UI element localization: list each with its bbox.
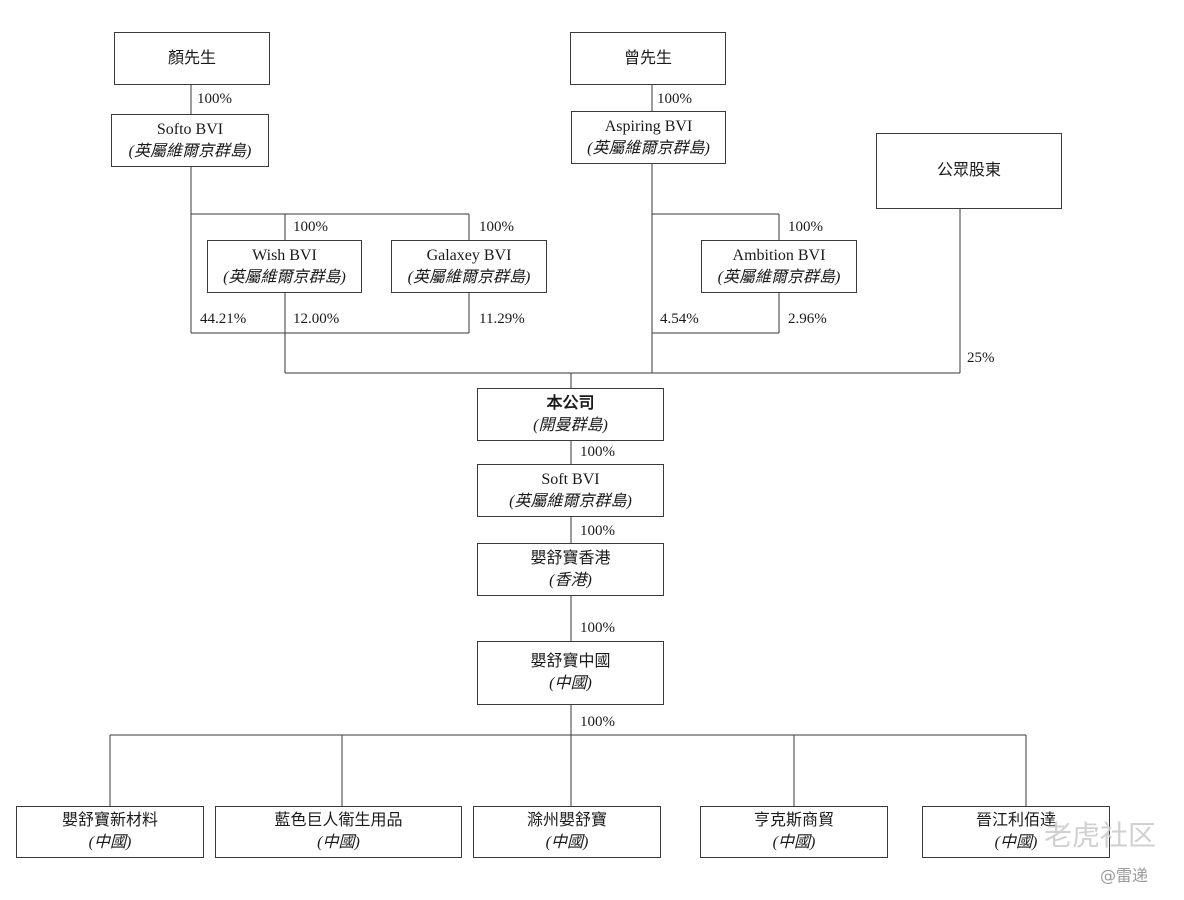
entity-name: 藍色巨人衛生用品 [274,812,403,829]
pct-company-soft: 100% [580,444,615,460]
entity-company: 本公司 (開曼群島) [477,388,664,441]
pct-galaxey-company: 11.29% [479,311,525,327]
subsidiary-chuzhou: 滁州嬰舒寶 (中國) [473,806,661,858]
entity-place: (香港) [549,571,592,589]
entity-name: Softo BVI [156,120,224,138]
pct-aspiring-ambition: 100% [788,219,823,235]
entity-soft-bvi: Soft BVI (英屬維爾京群島) [477,464,664,517]
entity-softo-bvi: Softo BVI (英屬維爾京群島) [111,114,269,167]
pct-aspiring-company: 4.54% [660,311,699,327]
shareholder-mr-yan: 顏先生 [114,32,270,85]
entity-name: Soft BVI [541,470,600,488]
entity-name: Wish BVI [252,246,317,264]
entity-name: 嬰舒寶新材料 [61,812,158,829]
entity-name: 晉江利佰達 [975,812,1056,829]
pct-softo-galaxey: 100% [479,219,514,235]
pct-wish-company: 12.00% [293,311,340,327]
entity-place: (中國) [772,834,816,851]
pct-ambition-company: 2.96% [788,311,827,327]
subsidiary-new-materials: 嬰舒寶新材料 (中國) [16,806,204,858]
entity-place: (英屬維爾京群島) [223,268,346,286]
entity-name: 亨克斯商貿 [753,812,834,829]
pct-zeng-aspiring: 100% [657,91,692,107]
entity-name: 嬰舒寶香港 [530,549,611,567]
watermark-handle: @雷递 [1100,866,1149,885]
entity-name: 嬰舒寶中國 [530,653,611,670]
entity-place: (英屬維爾京群島) [128,142,252,160]
subsidiary-blue-giant: 藍色巨人衛生用品 (中國) [215,806,462,858]
shareholder-name: 顏先生 [167,49,216,67]
entity-name: 滁州嬰舒寶 [526,812,607,829]
subsidiary-jinjiang: 晉江利佰達 (中國) [922,806,1110,858]
shareholder-public: 公眾股東 [876,133,1062,209]
entity-aspiring-bvi: Aspiring BVI (英屬維爾京群島) [571,111,726,164]
entity-place: (中國) [549,675,592,692]
entity-name: Aspiring BVI [604,117,693,135]
entity-china: 嬰舒寶中國 (中國) [477,641,664,705]
watermark-brand: 老虎社区 [1044,819,1157,852]
entity-place: (英屬維爾京群島) [717,268,841,286]
entity-wish-bvi: Wish BVI (英屬維爾京群島) [207,240,362,293]
shareholder-mr-zeng: 曾先生 [570,32,726,85]
entity-hk: 嬰舒寶香港 (香港) [477,543,664,596]
entity-place: (英屬維爾京群島) [587,139,710,157]
entity-name: Ambition BVI [732,246,826,264]
pct-yan-softo: 100% [197,91,232,107]
entity-name: 本公司 [546,394,595,412]
entity-place: (中國) [317,834,360,851]
entity-galaxey-bvi: Galaxey BVI (英屬維爾京群島) [391,240,547,293]
pct-soft-hk: 100% [580,523,615,539]
entity-place: (英屬維爾京群島) [407,268,531,286]
subsidiary-henkes: 亨克斯商貿 (中國) [700,806,888,858]
entity-name: Galaxey BVI [426,246,512,264]
entity-place: (英屬維爾京群島) [509,492,632,510]
shareholder-name: 公眾股東 [936,162,1001,179]
entity-place: (中國) [994,834,1038,851]
pct-public-company: 25% [967,350,995,366]
entity-place: (中國) [88,834,132,851]
pct-china-subs: 100% [580,714,615,730]
pct-softo-wish: 100% [293,219,328,235]
entity-place: (中國) [545,834,589,851]
entity-place: (開曼群島) [533,416,608,434]
entity-ambition-bvi: Ambition BVI (英屬維爾京群島) [701,240,857,293]
shareholder-name: 曾先生 [623,49,672,67]
pct-hk-china: 100% [580,620,615,636]
pct-softo-company: 44.21% [200,311,247,327]
